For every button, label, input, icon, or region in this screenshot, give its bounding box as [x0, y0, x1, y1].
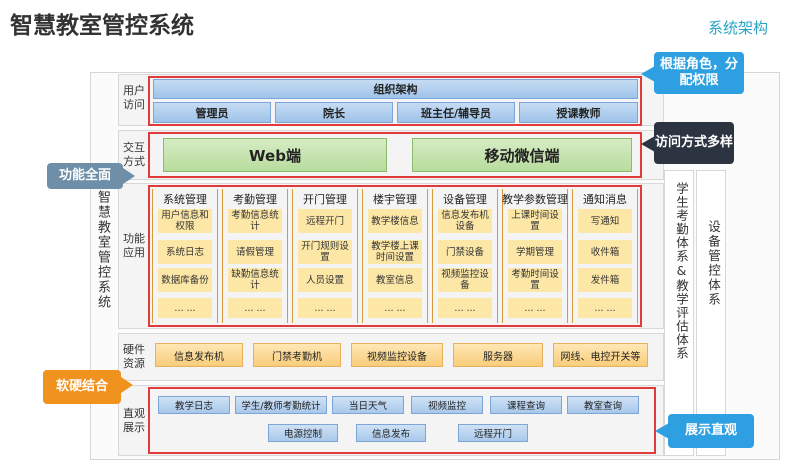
callout-intuitive-display: 展示直观 [668, 414, 754, 448]
function-item: 缺勤信息统计 [228, 268, 282, 292]
function-column [502, 189, 568, 323]
function-item: ... ... [228, 298, 282, 318]
user-access-box [148, 76, 642, 126]
interaction-box [148, 132, 642, 178]
vis-remote-open: 远程开门 [458, 424, 528, 442]
function-item: 考勤信息统计 [228, 209, 282, 233]
row-label-visual: 直观展示 [123, 407, 145, 434]
function-item: 门禁设备 [438, 240, 492, 264]
function-box [148, 185, 642, 327]
hw-info-publisher: 信息发布机 [155, 343, 243, 367]
function-item: 写通知 [578, 209, 632, 233]
page-title: 智慧教室管控系统 [10, 13, 194, 39]
visual-box [148, 387, 656, 454]
callout-role-permission: 根据角色，分配权限 [654, 52, 744, 94]
function-column [152, 189, 218, 323]
function-item: 数据库备份 [158, 268, 212, 292]
function-column-head: 开门管理 [303, 193, 347, 206]
function-column [572, 189, 638, 323]
vis-attendance-stats: 学生/教师考勤统计 [235, 396, 327, 414]
role-class-teacher: 班主任/辅导员 [397, 102, 515, 123]
function-column [362, 189, 428, 323]
hw-server: 服务器 [453, 343, 543, 367]
function-item: ... ... [158, 298, 212, 318]
hw-video-monitor: 视频监控设备 [351, 343, 443, 367]
function-item: 远程开门 [298, 209, 352, 233]
function-item: ... ... [578, 298, 632, 318]
function-item: 考勤时间设置 [508, 268, 562, 292]
function-column-head: 通知消息 [583, 193, 627, 206]
function-item: 视频监控设备 [438, 268, 492, 292]
function-column-head: 考勤管理 [233, 193, 277, 206]
vis-course-query: 课程查询 [490, 396, 562, 414]
vis-info-publish: 信息发布 [356, 424, 426, 442]
function-column [222, 189, 288, 323]
device-control-panel [696, 170, 726, 456]
student-eval-label: 学生考勤体系&教学评估体系 [674, 182, 689, 360]
org-structure-cell: 组织架构 [153, 79, 638, 99]
function-item: 教学楼信息 [368, 209, 422, 233]
function-item: 教学楼上课时间设置 [368, 240, 422, 264]
callout-full-function: 功能全面 [47, 163, 123, 189]
callout-hw-pointer [121, 377, 133, 393]
vis-weather: 当日天气 [332, 396, 404, 414]
function-column [432, 189, 498, 323]
vis-power-control: 电源控制 [268, 424, 338, 442]
vis-video-monitor: 视频监控 [411, 396, 483, 414]
role-admin: 管理员 [153, 102, 271, 123]
function-column-head: 设备管理 [443, 193, 487, 206]
callout-hw-sw: 软硬结合 [43, 370, 121, 404]
function-item: ... ... [368, 298, 422, 318]
callout-show-pointer [655, 423, 669, 439]
function-item: 用户信息和权限 [158, 209, 212, 233]
row-label-hardware: 硬件资源 [123, 343, 145, 370]
function-item: 上课时间设置 [508, 209, 562, 233]
function-item: ... ... [508, 298, 562, 318]
function-item: 请假管理 [228, 240, 282, 264]
function-item: 信息发布机设备 [438, 209, 492, 233]
function-column-head: 系统管理 [163, 193, 207, 206]
function-item: ... ... [438, 298, 492, 318]
function-item: 人员设置 [298, 268, 352, 292]
vis-teaching-log: 教学日志 [158, 396, 230, 414]
section-label: 系统架构 [708, 19, 769, 37]
student-eval-panel [664, 170, 694, 456]
row-label-interact: 交互方式 [123, 141, 145, 168]
callout-func-pointer [123, 168, 135, 184]
row-label-func: 功能应用 [123, 232, 145, 259]
role-lecturer: 授课教师 [519, 102, 638, 123]
callout-access-modes: 访问方式多样 [654, 122, 734, 164]
callout-access-pointer [641, 136, 655, 152]
device-control-label: 设备管控体系 [706, 220, 721, 307]
row-label-user: 用户访问 [123, 84, 145, 111]
vis-classroom-query: 教室查询 [567, 396, 639, 414]
function-item: 收件箱 [578, 240, 632, 264]
function-item: 发件箱 [578, 268, 632, 292]
web-client: Web端 [163, 138, 387, 172]
function-column-head: 楼宇管理 [373, 193, 417, 206]
hw-access-control: 门禁考勤机 [253, 343, 341, 367]
wechat-client: 移动微信端 [412, 138, 632, 172]
callout-role-pointer [641, 66, 655, 82]
function-item: 学期管理 [508, 240, 562, 264]
role-dean: 院长 [275, 102, 393, 123]
left-system-label: 智慧教室管控系统 [95, 190, 110, 310]
function-item: ... ... [298, 298, 352, 318]
hw-cables-switches: 网线、电控开关等 [553, 343, 648, 367]
function-item: 教室信息 [368, 268, 422, 292]
function-column-head: 教学参数管理 [502, 193, 568, 206]
function-item: 开门规则设置 [298, 240, 352, 264]
function-column [292, 189, 358, 323]
function-item: 系统日志 [158, 240, 212, 264]
